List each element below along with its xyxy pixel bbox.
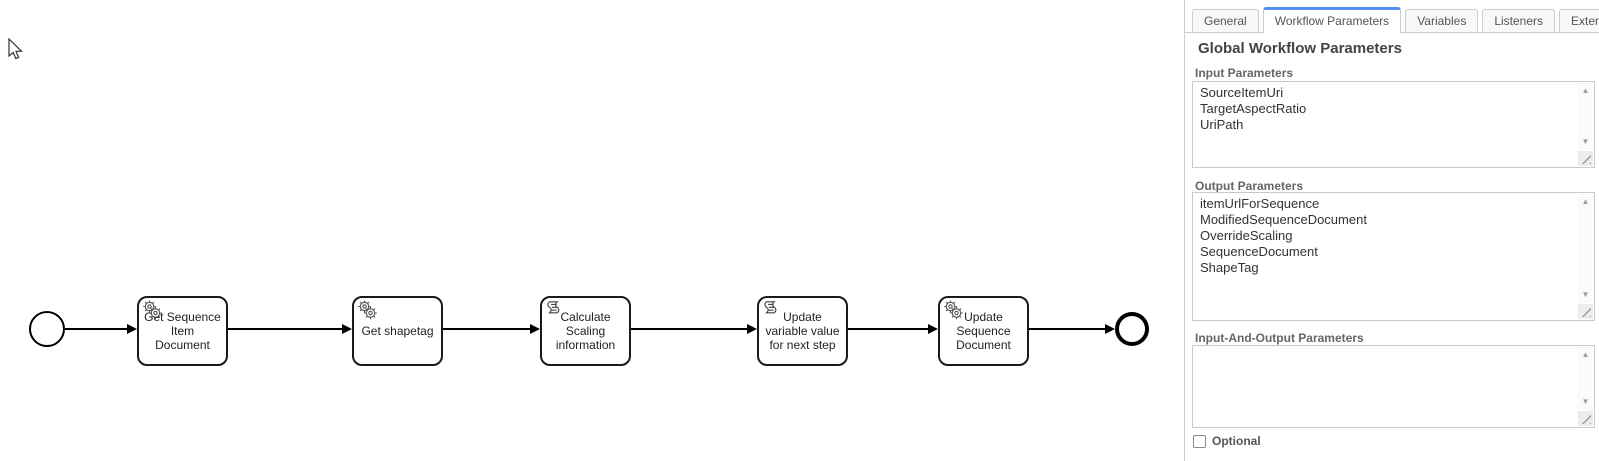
sequence-flow[interactable] [1029,324,1115,334]
service-task-icon [358,300,377,320]
task-label: Calculate Scaling information [555,310,616,352]
tab-extensions[interactable]: Extensions [1559,9,1599,32]
task-update-sequence-document[interactable]: Update Sequence Document [938,296,1029,366]
service-task-icon [944,300,963,320]
task-get-shapetag[interactable]: Get shapetag [352,296,443,366]
resize-grip-icon[interactable] [1578,304,1593,319]
optional-checkbox[interactable] [1193,434,1206,448]
scroll-up-icon[interactable]: ▲ [1581,350,1590,359]
optional-label: Optional [1212,434,1261,448]
output-parameters-value: itemUrlForSequence ModifiedSequenceDocum… [1200,196,1367,275]
sequence-flow[interactable] [848,324,938,334]
script-task-icon [547,301,560,314]
resize-grip-icon[interactable] [1578,151,1593,166]
tab-general[interactable]: General [1192,9,1259,32]
input-parameters-value: SourceItemUri TargetAspectRatio UriPath [1200,85,1307,132]
scroll-up-icon[interactable]: ▲ [1581,197,1590,206]
scrollbar[interactable]: ▲ ▼ [1578,347,1593,410]
input-parameters-textarea[interactable]: SourceItemUri TargetAspectRatio UriPath … [1192,81,1595,168]
tab-workflow-parameters[interactable]: Workflow Parameters [1262,7,1402,33]
tab-listeners[interactable]: Listeners [1482,9,1556,32]
panel-heading: Global Workflow Parameters [1198,40,1402,57]
task-calculate-scaling-information[interactable]: Calculate Scaling information [540,296,631,366]
script-task-icon [764,301,777,314]
scrollbar[interactable]: ▲ ▼ [1578,194,1593,303]
sequence-flow[interactable] [228,324,352,334]
scroll-down-icon[interactable]: ▼ [1581,290,1590,299]
optional-row: Optional [1193,434,1261,448]
input-parameters-label: Input Parameters [1195,66,1294,80]
task-label: Update Sequence Document [956,310,1011,352]
sequence-flow[interactable] [631,324,757,334]
task-label: Get Sequence Item Document [144,310,221,352]
mouse-cursor-icon [8,38,23,60]
output-parameters-textarea[interactable]: itemUrlForSequence ModifiedSequenceDocum… [1192,192,1595,321]
sequence-flow[interactable] [443,324,540,334]
task-get-sequence-item-document[interactable]: Get Sequence Item Document [137,296,228,366]
input-and-output-parameters-textarea[interactable]: ▲ ▼ [1192,345,1595,428]
resize-grip-icon[interactable] [1578,411,1593,426]
scroll-up-icon[interactable]: ▲ [1581,86,1590,95]
end-event[interactable] [1115,312,1149,346]
task-update-variable-value[interactable]: Update variable value for next step [757,296,848,366]
input-and-output-parameters-label: Input-And-Output Parameters [1195,331,1364,345]
output-parameters-label: Output Parameters [1195,179,1304,193]
scroll-down-icon[interactable]: ▼ [1581,397,1590,406]
scroll-down-icon[interactable]: ▼ [1581,137,1590,146]
properties-tabbar: General Workflow Parameters Variables Li… [1185,7,1599,33]
start-event[interactable] [29,311,65,347]
properties-panel: General Workflow Parameters Variables Li… [1184,0,1599,461]
bpmn-canvas[interactable]: Get Sequence Item Document Get shapetag … [0,0,1184,461]
tab-variables[interactable]: Variables [1405,9,1479,32]
task-label: Update variable value for next step [765,310,840,352]
service-task-icon [143,300,162,320]
task-label: Get shapetag [361,324,434,338]
sequence-flow[interactable] [65,324,137,334]
input-and-output-parameters-value [1200,349,1574,424]
scrollbar[interactable]: ▲ ▼ [1578,83,1593,150]
